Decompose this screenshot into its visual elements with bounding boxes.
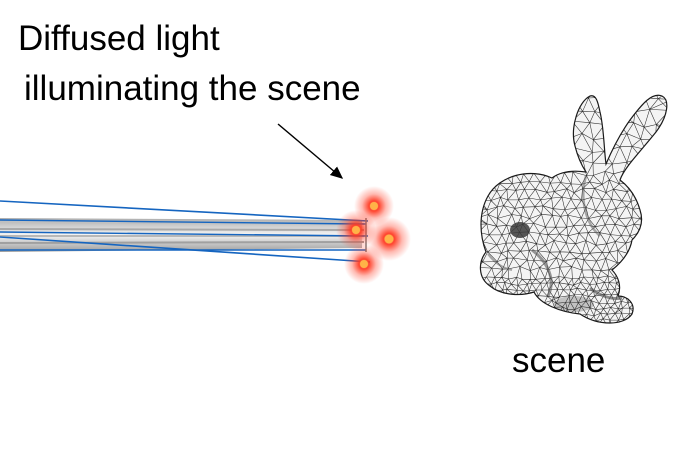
light-core	[352, 226, 360, 234]
light-core	[384, 234, 394, 244]
annotation-line-1: Diffused light	[18, 19, 220, 58]
light-sources	[336, 186, 411, 284]
annotation-arrow	[277, 123, 344, 179]
scene-label: scene	[512, 341, 606, 380]
fiber-strand	[0, 241, 365, 244]
light-core	[370, 202, 378, 210]
mesh-shading	[487, 175, 623, 312]
fiber-strand	[0, 228, 365, 231]
bunny-mesh-icon	[479, 94, 668, 324]
light-core	[360, 260, 368, 268]
fiber-outline	[0, 219, 367, 225]
fiber-outline	[0, 231, 369, 237]
annotation-line-2: illuminating the scene	[24, 69, 361, 108]
fiber-bundle	[0, 200, 371, 263]
fiber-outline	[0, 200, 369, 222]
